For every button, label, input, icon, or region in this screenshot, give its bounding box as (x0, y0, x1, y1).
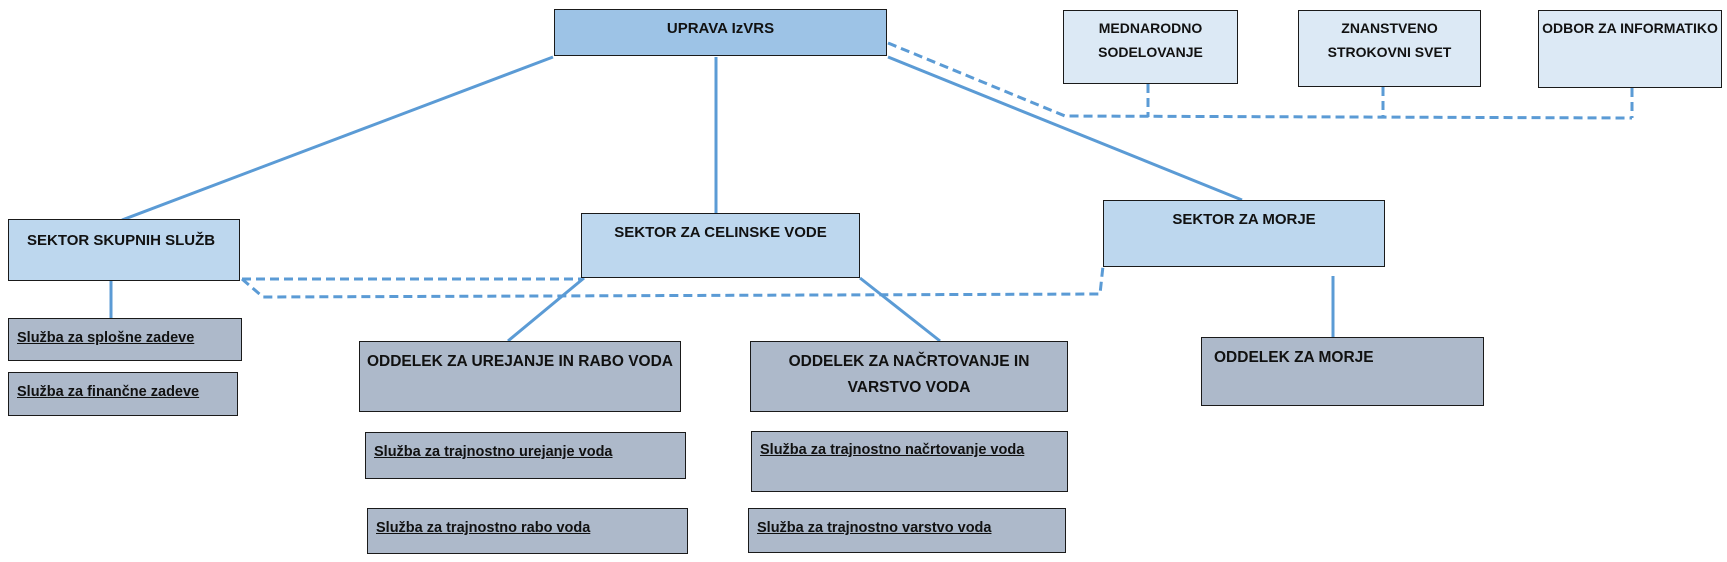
node-oddelek-za-morje: ODDELEK ZA MORJE (1201, 337, 1484, 406)
node-znanstveno-strokovni-svet: ZNANSTVENO STROKOVNI SVET (1298, 10, 1481, 87)
link-top-to-skupne (121, 55, 554, 222)
node-sektor-za-morje: SEKTOR ZA MORJE (1103, 200, 1385, 267)
node-sluzba-financne-zadeve: Služba za finančne zadeve (8, 372, 238, 416)
node-nacrtovanje-label: Služba za trajnostno načrtovanje voda (760, 442, 1025, 458)
node-morje-label: SEKTOR ZA MORJE (1172, 211, 1316, 228)
node-sluzba-trajnostno-urejanje: Služba za trajnostno urejanje voda (365, 432, 686, 479)
node-mednarodno-sodelovanje: MEDNARODNO SODELOVANJE (1063, 10, 1238, 84)
link-celinske-to-dept1 (507, 276, 585, 343)
node-oddelek-nacrtovanje-varstvo: ODDELEK ZA NAČRTOVANJE IN VARSTVO VODA (750, 341, 1068, 412)
node-mednarodno-label: MEDNARODNO SODELOVANJE (1098, 20, 1203, 60)
link-celinske-to-dept2 (859, 276, 941, 343)
node-varstvo-label: Služba za trajnostno varstvo voda (757, 520, 992, 536)
link-top-to-advisory (887, 41, 1633, 120)
node-sluzba-trajnostno-nacrtovanje: Služba za trajnostno načrtovanje voda (751, 431, 1068, 492)
link-top-to-morje (887, 55, 1243, 202)
node-celinske-label: SEKTOR ZA CELINSKE VODE (614, 224, 827, 241)
node-sluzba-trajnostno-raba: Služba za trajnostno rabo voda (367, 508, 688, 554)
node-sluzba-splosne-zadeve: Služba za splošne zadeve (8, 318, 242, 361)
node-raba-label: Služba za trajnostno rabo voda (376, 520, 591, 536)
node-sektor-za-celinske-vode: SEKTOR ZA CELINSKE VODE (581, 213, 860, 278)
node-oddelek-morje-label: ODDELEK ZA MORJE (1214, 349, 1374, 366)
node-urejanje-label: Služba za trajnostno urejanje voda (374, 444, 613, 460)
node-sektor-skupnih-sluzb: SEKTOR SKUPNIH SLUŽB (8, 219, 240, 281)
node-znanstveno-label: ZNANSTVENO STROKOVNI SVET (1327, 20, 1452, 60)
node-uprava-label: UPRAVA IzVRS (666, 20, 775, 37)
node-uprava: UPRAVA IzVRS (554, 9, 887, 56)
node-oddelek-urejanje-rabo: ODDELEK ZA UREJANJE IN RABO VODA (359, 341, 681, 412)
node-sluzba-trajnostno-varstvo: Služba za trajnostno varstvo voda (748, 508, 1066, 553)
node-informatika-label: ODBOR ZA INFORMATIKO (1542, 20, 1718, 36)
node-odbor-za-informatiko: ODBOR ZA INFORMATIKO (1538, 10, 1722, 88)
node-financne-label: Služba za finančne zadeve (17, 384, 200, 400)
node-splosne-label: Služba za splošne zadeve (17, 330, 195, 346)
node-skupne-label: SEKTOR SKUPNIH SLUŽB (27, 232, 216, 249)
node-oddelek-nacrtovanje-label: ODDELEK ZA NAČRTOVANJE IN VARSTVO VODA (788, 353, 1030, 396)
node-oddelek-urejanje-label: ODDELEK ZA UREJANJE IN RABO VODA (366, 353, 673, 370)
